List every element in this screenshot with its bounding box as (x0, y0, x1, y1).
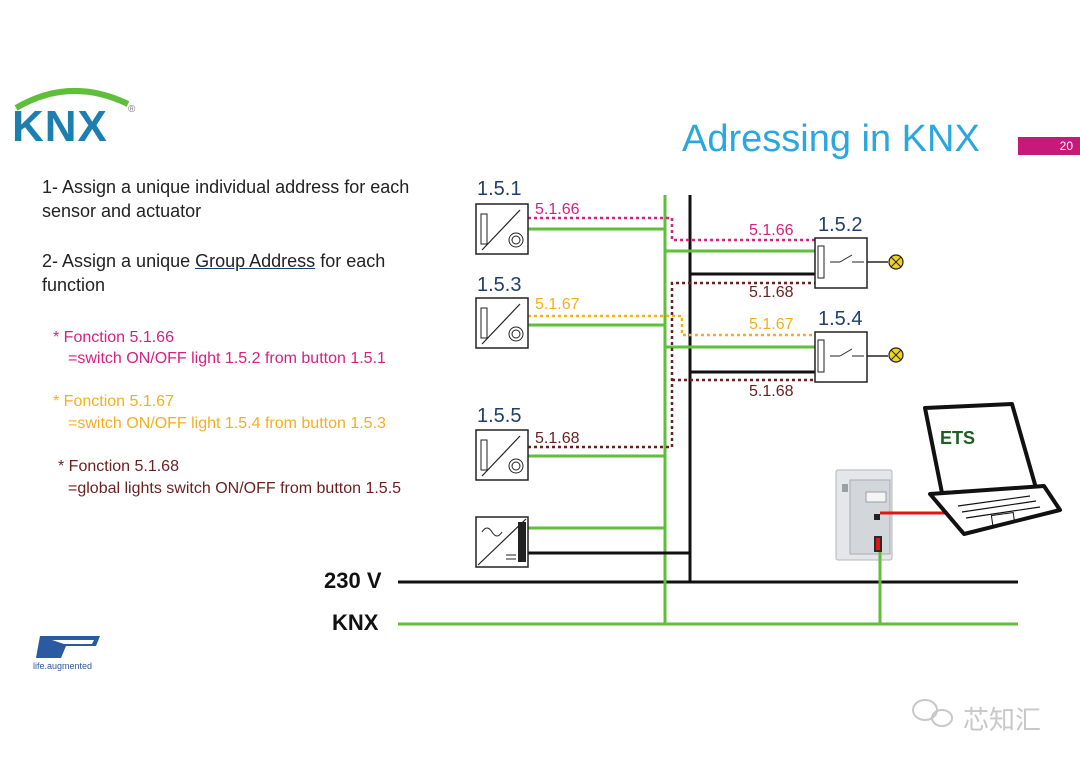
sensor-device-3 (476, 430, 528, 480)
actuator-device-1 (815, 238, 888, 288)
sensor-address-2: 1.5.3 (477, 274, 521, 297)
sensor-device-1 (476, 204, 528, 254)
watermark-text: 芯知汇 (963, 700, 1041, 737)
group-label-a1-top: 5.1.66 (749, 222, 793, 240)
sensor-device-2 (476, 298, 528, 348)
sensor-address-1: 1.5.1 (477, 178, 521, 201)
laptop-icon (925, 404, 1060, 534)
actuator-address-1: 1.5.2 (818, 214, 862, 237)
group-label-a1-bottom: 5.1.68 (749, 284, 793, 302)
lamp-icon-1 (889, 255, 903, 269)
group-label-a2-top: 5.1.67 (749, 316, 793, 334)
st-tagline: life.augmented (33, 661, 92, 671)
power-bus-label: 230 V (324, 568, 382, 594)
actuator-device-2 (815, 332, 888, 382)
group-label-s1: 5.1.66 (535, 201, 579, 219)
wechat-icon (913, 700, 952, 726)
sensor-address-3: 1.5.5 (477, 405, 521, 428)
group-label-s3: 5.1.68 (535, 430, 579, 448)
lamp-icon-2 (889, 348, 903, 362)
ets-software-label: ETS (940, 428, 975, 449)
power-supply-device (476, 517, 528, 567)
st-logo (36, 636, 100, 658)
group-label-s2: 5.1.67 (535, 296, 579, 314)
group-label-a2-bottom: 5.1.68 (749, 383, 793, 401)
knx-bus-label: KNX (332, 610, 378, 636)
usb-interface-device (836, 470, 892, 560)
actuator-address-2: 1.5.4 (818, 308, 862, 331)
